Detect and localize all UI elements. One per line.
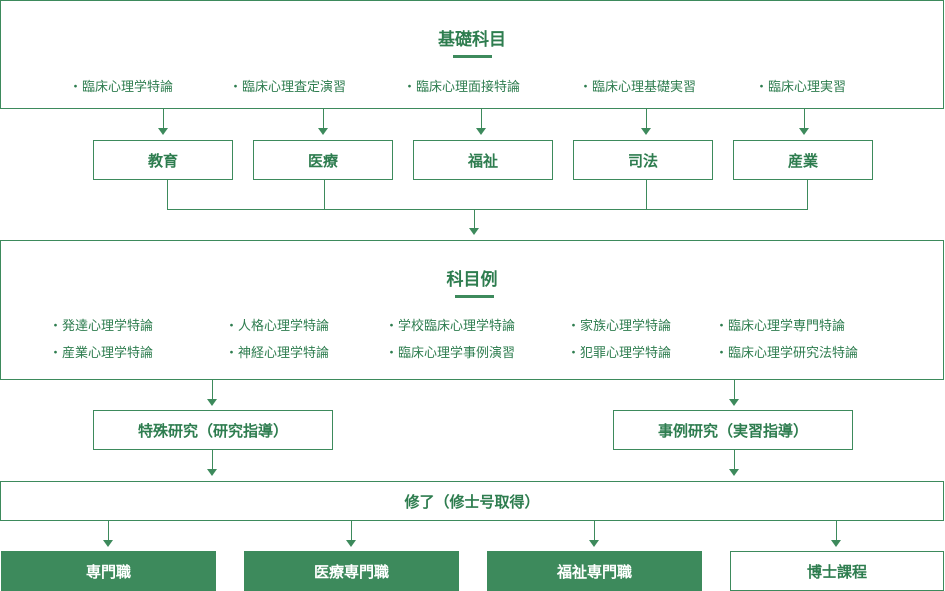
arrow-down [799,128,809,135]
field-box-medical: 医療 [253,140,393,180]
basic-subjects-title: 基礎科目 [438,30,506,50]
field-label: 教育 [147,151,178,170]
example-item: 神経心理学特論 [225,342,329,361]
basic-item: 臨床心理基礎実習 [579,76,696,95]
example-item: 発達心理学特論 [49,315,153,334]
connector [734,380,735,399]
example-item: 家族心理学特論 [567,315,671,334]
example-item: 学校臨床心理学特論 [385,315,515,334]
connector [474,209,475,228]
connector [167,209,808,210]
connector [836,521,837,540]
arrow-down [103,540,113,547]
arrow-down [476,128,486,135]
special-research-box: 特殊研究（研究指導） [93,410,333,450]
example-item: 犯罪心理学特論 [567,342,671,361]
connector [212,450,213,469]
field-label: 医療 [307,151,338,170]
connector [481,109,482,128]
basic-item: 臨床心理面接特論 [403,76,520,95]
connector [594,521,595,540]
completion-label: 修了（修士号取得） [404,492,540,511]
career-box-medical: 医療専門職 [244,551,459,591]
arrow-down [729,399,739,406]
connector [351,521,352,540]
case-research-label: 事例研究（実習指導） [657,421,808,440]
arrow-down [207,469,217,476]
career-box-professional: 専門職 [1,551,216,591]
arrow-down [589,540,599,547]
career-label: 福祉専門職 [556,562,632,581]
example-item: 臨床心理学研究法特論 [715,342,858,361]
connector [646,180,647,209]
example-title-underline [455,295,494,298]
arrow-down [729,469,739,476]
case-research-box: 事例研究（実習指導） [613,410,853,450]
arrow-down [346,540,356,547]
example-subjects-title: 科目例 [446,270,498,290]
basic-title-underline [453,55,492,58]
field-box-welfare: 福祉 [413,140,553,180]
connector [324,180,325,209]
arrow-down [318,128,328,135]
field-label: 福祉 [467,151,498,170]
arrow-down [158,128,168,135]
connector [646,109,647,128]
example-item: 臨床心理学専門特論 [715,315,845,334]
basic-item: 臨床心理実習 [755,76,846,95]
connector [108,521,109,540]
career-label: 医療専門職 [313,562,389,581]
field-label: 司法 [627,151,658,170]
arrow-down [831,540,841,547]
example-subjects-box: 科目例 発達心理学特論 産業心理学特論 人格心理学特論 神経心理学特論 学校臨床… [0,240,944,380]
completion-box: 修了（修士号取得） [0,481,944,521]
career-label: 専門職 [85,562,131,581]
career-box-welfare: 福祉専門職 [487,551,702,591]
field-box-education: 教育 [93,140,233,180]
example-item: 臨床心理学事例演習 [385,342,515,361]
connector [807,180,808,209]
basic-item: 臨床心理査定演習 [229,76,346,95]
field-label: 産業 [787,151,818,170]
example-item: 人格心理学特論 [225,315,329,334]
arrow-down [641,128,651,135]
example-item: 産業心理学特論 [49,342,153,361]
connector [804,109,805,128]
connector [212,380,213,399]
field-box-justice: 司法 [573,140,713,180]
field-box-industry: 産業 [733,140,873,180]
basic-item: 臨床心理学特論 [69,76,173,95]
connector [734,450,735,469]
basic-subjects-box: 基礎科目 臨床心理学特論 臨床心理査定演習 臨床心理面接特論 臨床心理基礎実習 … [0,0,944,109]
special-research-label: 特殊研究（研究指導） [137,421,288,440]
arrow-down [469,228,479,235]
career-label: 博士課程 [806,562,867,581]
arrow-down [207,399,217,406]
connector [323,109,324,128]
career-box-doctoral: 博士課程 [730,551,944,591]
connector [163,109,164,128]
connector [167,180,168,209]
